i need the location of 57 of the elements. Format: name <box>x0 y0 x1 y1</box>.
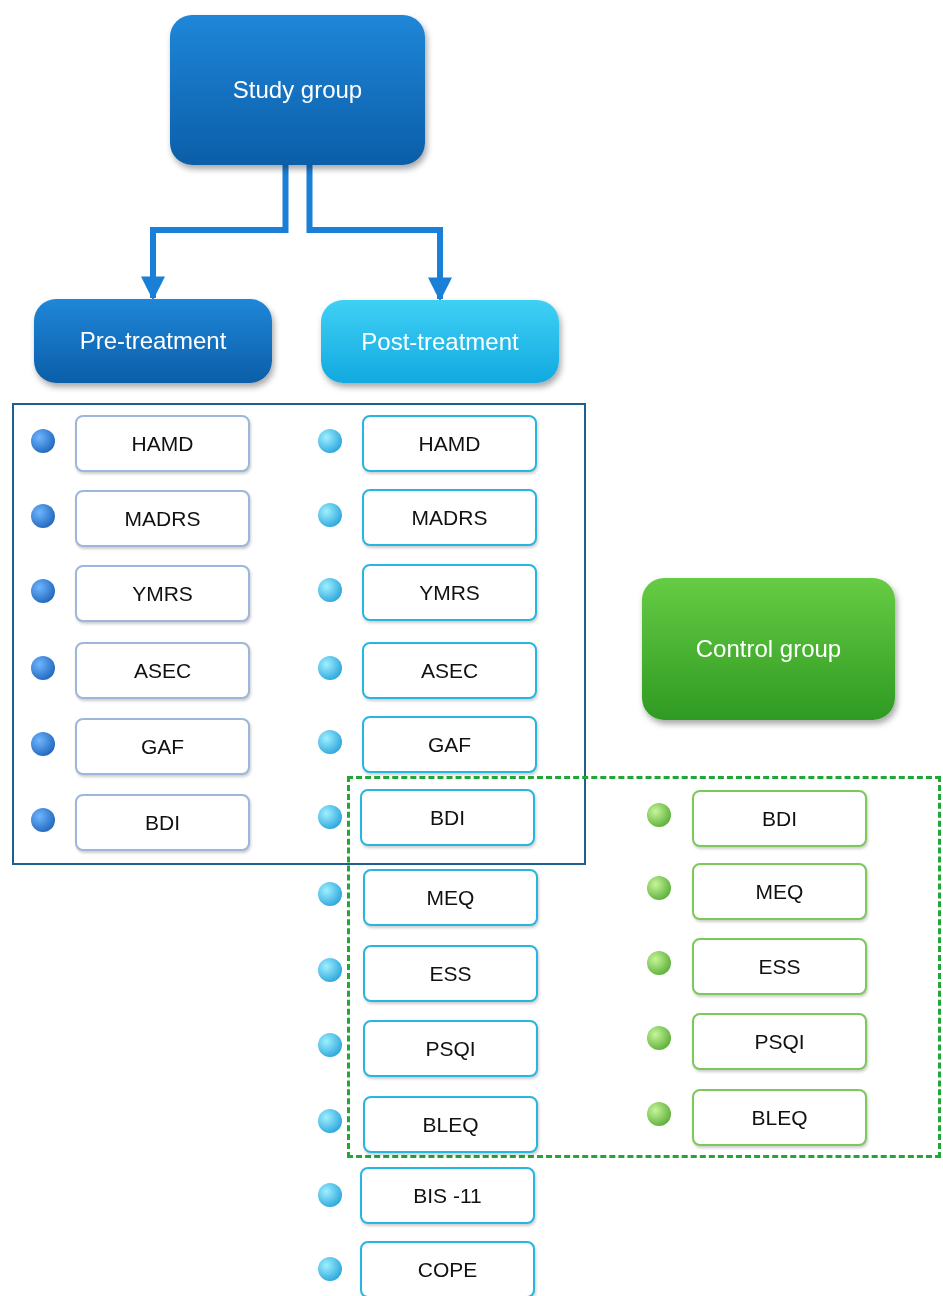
node-label: HAMD <box>418 431 481 456</box>
node-label: BLEQ <box>422 1112 479 1137</box>
node-label: GAF <box>427 732 472 757</box>
scale-box <box>692 1013 867 1070</box>
node-label: Post-treatment <box>361 327 519 356</box>
scale-box <box>75 565 250 622</box>
scale-box <box>360 1167 535 1224</box>
scale-box <box>363 1020 538 1077</box>
arrow <box>306 165 452 302</box>
node-label: GAF <box>140 734 185 759</box>
scale-box <box>360 789 535 846</box>
arrow <box>141 165 289 301</box>
node-label: PSQI <box>754 1029 805 1054</box>
scale-box <box>692 790 867 847</box>
scale-box <box>692 863 867 920</box>
node-label: BDI <box>145 810 180 835</box>
scale-box <box>362 564 537 621</box>
node-label: BDI <box>430 805 465 830</box>
node-label: ESS <box>429 961 472 986</box>
scale-box <box>692 1089 867 1146</box>
node-label: YMRS <box>132 581 193 606</box>
scale-box <box>75 642 250 699</box>
group-frame <box>12 403 586 865</box>
scale-box <box>360 1241 535 1296</box>
node-label: COPE <box>417 1257 478 1282</box>
node-label: Control group <box>695 635 842 663</box>
node-label: Pre-treatment <box>79 327 227 355</box>
node-label: Study group <box>232 76 363 104</box>
node-label: BDI <box>762 806 797 831</box>
node-label: ASEC <box>420 658 479 683</box>
node-label: BLEQ <box>751 1105 808 1130</box>
scale-box <box>363 1096 538 1153</box>
node-label: YMRS <box>419 580 480 605</box>
scale-box <box>362 415 537 472</box>
node-label: MEQ <box>426 885 475 910</box>
node-label: HAMD <box>131 431 194 456</box>
scale-box <box>362 642 537 699</box>
scale-box <box>363 945 538 1002</box>
group-header-box <box>170 15 425 165</box>
node-label: MADRS <box>411 505 488 530</box>
node-label: PSQI <box>425 1036 476 1061</box>
node-label: MADRS <box>124 506 201 531</box>
scale-box <box>692 938 867 995</box>
scale-box <box>75 490 250 547</box>
phase-header-box <box>321 300 559 383</box>
node-label: BIS -11 <box>413 1183 482 1208</box>
node-label: ESS <box>758 954 801 979</box>
dashed-group-frame <box>347 776 941 1158</box>
phase-header-box <box>34 299 272 383</box>
node-label: ASEC <box>133 658 192 683</box>
scale-box <box>75 718 250 775</box>
scale-box <box>75 415 250 472</box>
scale-box <box>363 869 538 926</box>
scale-box <box>362 489 537 546</box>
group-header-box <box>642 578 895 720</box>
scale-box <box>75 794 250 851</box>
node-label: MEQ <box>755 879 804 904</box>
